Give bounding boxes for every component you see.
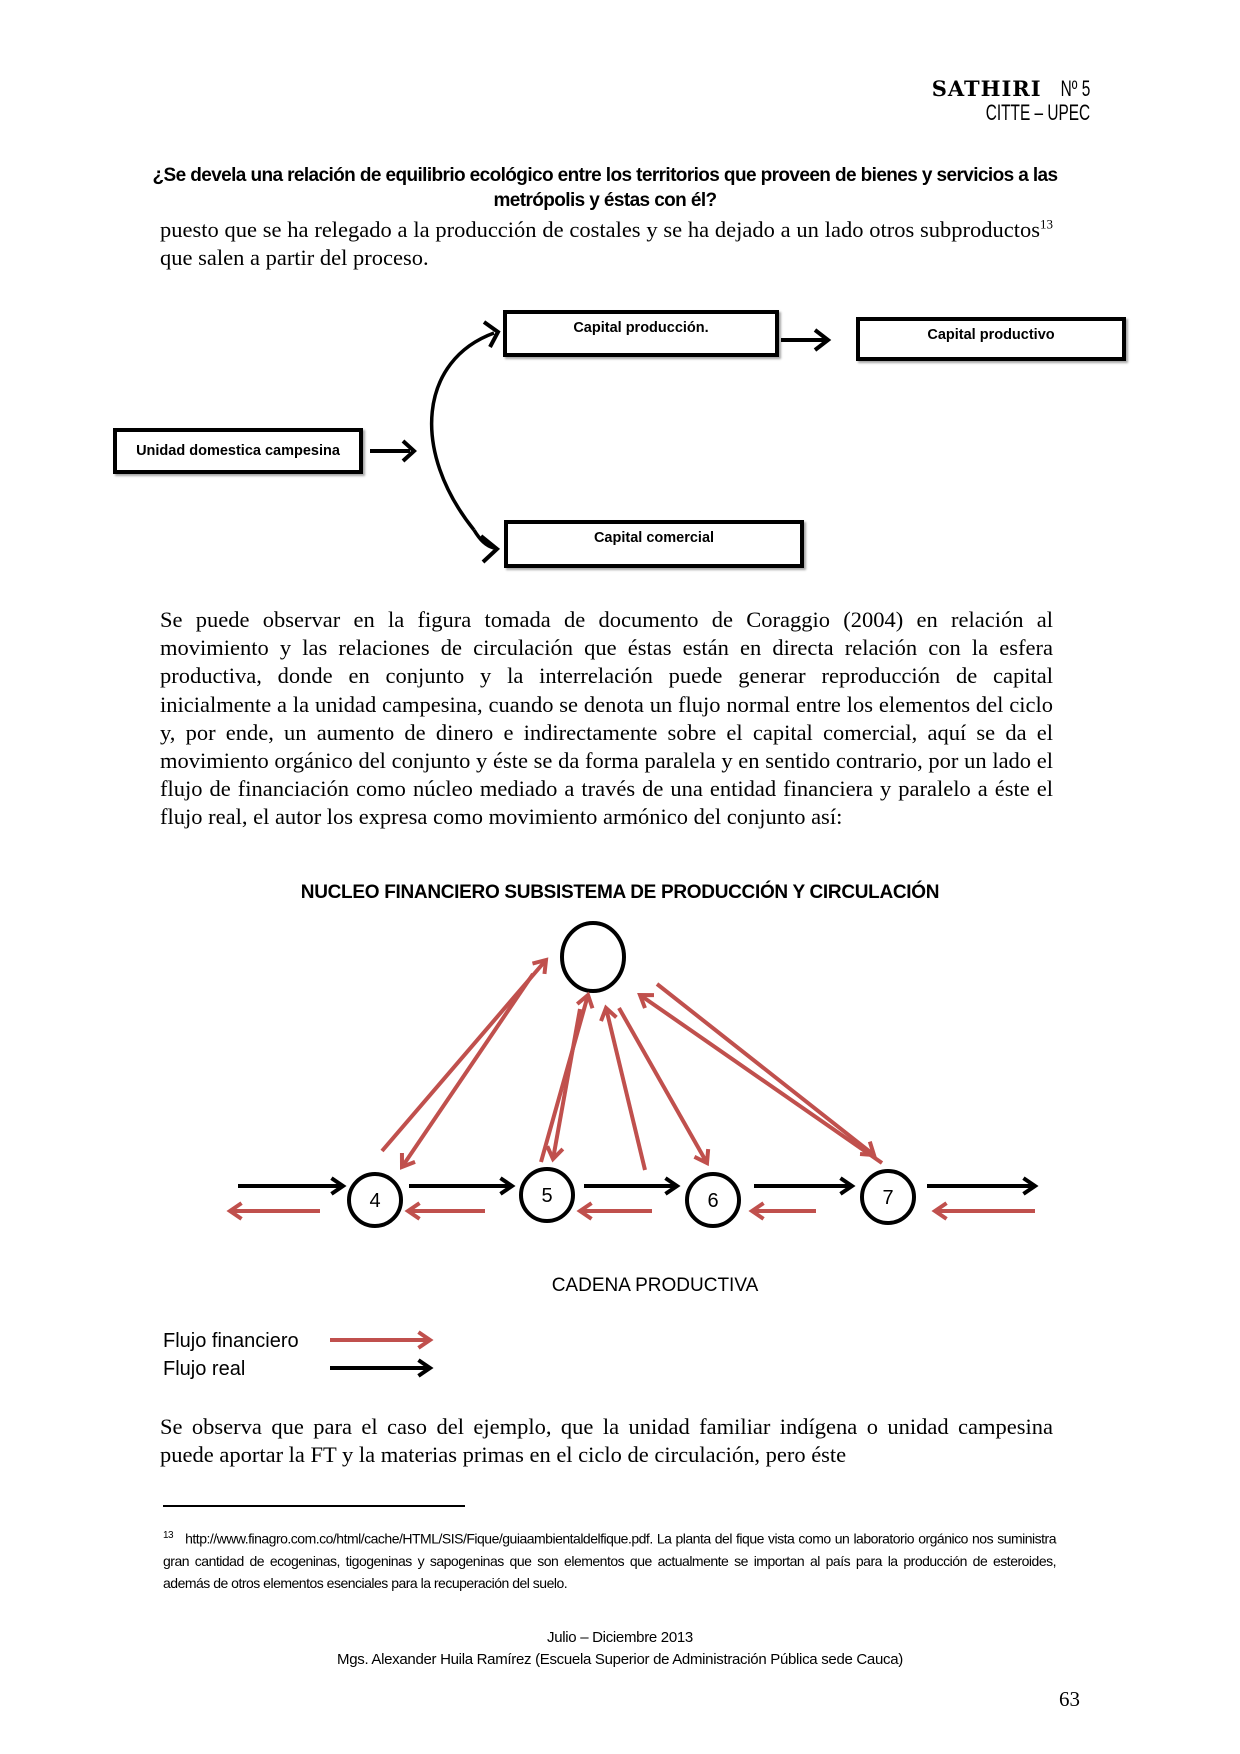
real-flow-arrow-1-head-icon — [330, 1176, 347, 1196]
chain-node-label: 4 — [369, 1190, 380, 1212]
curve-arrow-up — [430, 331, 495, 532]
financial-arrow-4-up-head-icon — [531, 957, 549, 975]
real-flow-arrow-2-head-icon — [499, 1176, 516, 1196]
journal-name: SATHIRI — [931, 76, 1042, 101]
footer-period: Julio – Diciembre 2013 — [547, 1629, 693, 1646]
arrow-head-icon — [479, 534, 501, 564]
financial-flow-arrow-2-head-icon — [404, 1201, 421, 1221]
financial-arrow-5-up-head-icon — [575, 991, 595, 1009]
chain-node-label: 7 — [882, 1187, 893, 1209]
legend-item-financial: Flujo financiero — [163, 1330, 299, 1352]
financial-flow-arrow-4-head-icon — [748, 1201, 765, 1221]
financial-arrow-6-down-head-icon — [693, 1148, 711, 1167]
chain-node-7 — [860, 1169, 916, 1225]
real-flow-arrow-5-head-icon — [1022, 1176, 1039, 1196]
paragraph-1: puesto que se ha relegado a la producció… — [160, 216, 1053, 272]
financial-arrow-7-down — [655, 982, 876, 1157]
financial-arrow-6-up-head-icon — [599, 1004, 618, 1022]
arrow-head-icon — [813, 328, 832, 352]
financial-flow-arrow-5-head-icon — [931, 1201, 948, 1221]
chain-node-label: 5 — [541, 1185, 552, 1207]
financial-arrow-4-down-head-icon — [399, 1152, 416, 1170]
footer-author: Mgs. Alexander Huila Ramírez (Escuela Su… — [337, 1651, 903, 1668]
footnote-text: http://www.finagro.com.co/html/cache/HTM… — [163, 1530, 1057, 1591]
financial-flow-arrow-1-head-icon — [226, 1201, 243, 1221]
arrow-head-icon — [401, 439, 417, 463]
paragraph-1-text-end: que salen a partir del proceso. — [160, 245, 429, 271]
section-question: ¿Se devela una relación de equilibrio ec… — [152, 165, 1059, 211]
page-number: 63 — [1059, 1687, 1080, 1711]
legend-item-real: Flujo real — [163, 1358, 246, 1380]
chain-node-4 — [347, 1172, 403, 1228]
box-capital-produccion: Capital producción. — [503, 310, 779, 357]
chain-node-6 — [685, 1172, 741, 1228]
legend-financial-arrow-head-icon — [417, 1330, 434, 1350]
financial-arrow-5-down — [551, 1008, 582, 1160]
arrow-head-icon — [482, 320, 501, 348]
institution: CITTE – UPEC — [985, 100, 1090, 125]
financial-arrow-7-up — [638, 993, 884, 1165]
chain-node-5 — [519, 1167, 575, 1223]
real-flow-arrow-3-head-icon — [664, 1176, 681, 1196]
financial-flow-arrow-3-head-icon — [576, 1201, 593, 1221]
chain-node-label: 6 — [707, 1190, 718, 1212]
box-capital-comercial: Capital comercial — [504, 520, 804, 568]
paragraph-1-text: puesto que se ha relegado a la producció… — [160, 217, 1040, 242]
capital-flow-diagram: Unidad domestica campesina Capital produ… — [0, 310, 1240, 580]
footnote-number: 13 — [163, 1530, 174, 1541]
diagram-title: NUCLEO FINANCIERO SUBSISTEMA DE PRODUCCI… — [300, 882, 940, 903]
real-flow-arrow-4-head-icon — [839, 1176, 856, 1196]
financial-arrow-7-up-head-icon — [637, 992, 655, 1009]
issue-number: Nº 5 — [1060, 76, 1090, 101]
financial-arrow-6-down — [617, 1007, 709, 1164]
financial-nucleus-node — [560, 921, 626, 993]
financial-arrow-7-down-head-icon — [859, 1141, 877, 1158]
box-unidad-domestica: Unidad domestica campesina — [113, 428, 363, 474]
paragraph-2: Se puede observar en la figura tomada de… — [160, 607, 1053, 830]
legend: Flujo financiero Flujo real — [163, 1327, 299, 1383]
financial-arrow-5-down-head-icon — [545, 1145, 565, 1163]
journal-header: SATHIRI Nº 5 CITTE – UPEC — [932, 78, 1090, 124]
box-capital-productivo: Capital productivo — [856, 317, 1126, 361]
diagram-connectors — [370, 320, 832, 564]
chain-label: CADENA PRODUCTIVA — [551, 1275, 759, 1296]
page-footer: Julio – Diciembre 2013 Mgs. Alexander Hu… — [0, 1627, 1240, 1671]
financial-arrow-4-down — [400, 972, 535, 1169]
footnote-reference[interactable]: 13 — [1040, 216, 1053, 232]
financial-arrow-5-up — [539, 994, 590, 1163]
paragraph-3: Se observa que para el caso del ejemplo,… — [160, 1414, 1053, 1468]
footnote-divider — [163, 1505, 465, 1507]
financial-arrow-6-up — [604, 1007, 647, 1171]
legend-real-arrow-head-icon — [417, 1358, 434, 1378]
